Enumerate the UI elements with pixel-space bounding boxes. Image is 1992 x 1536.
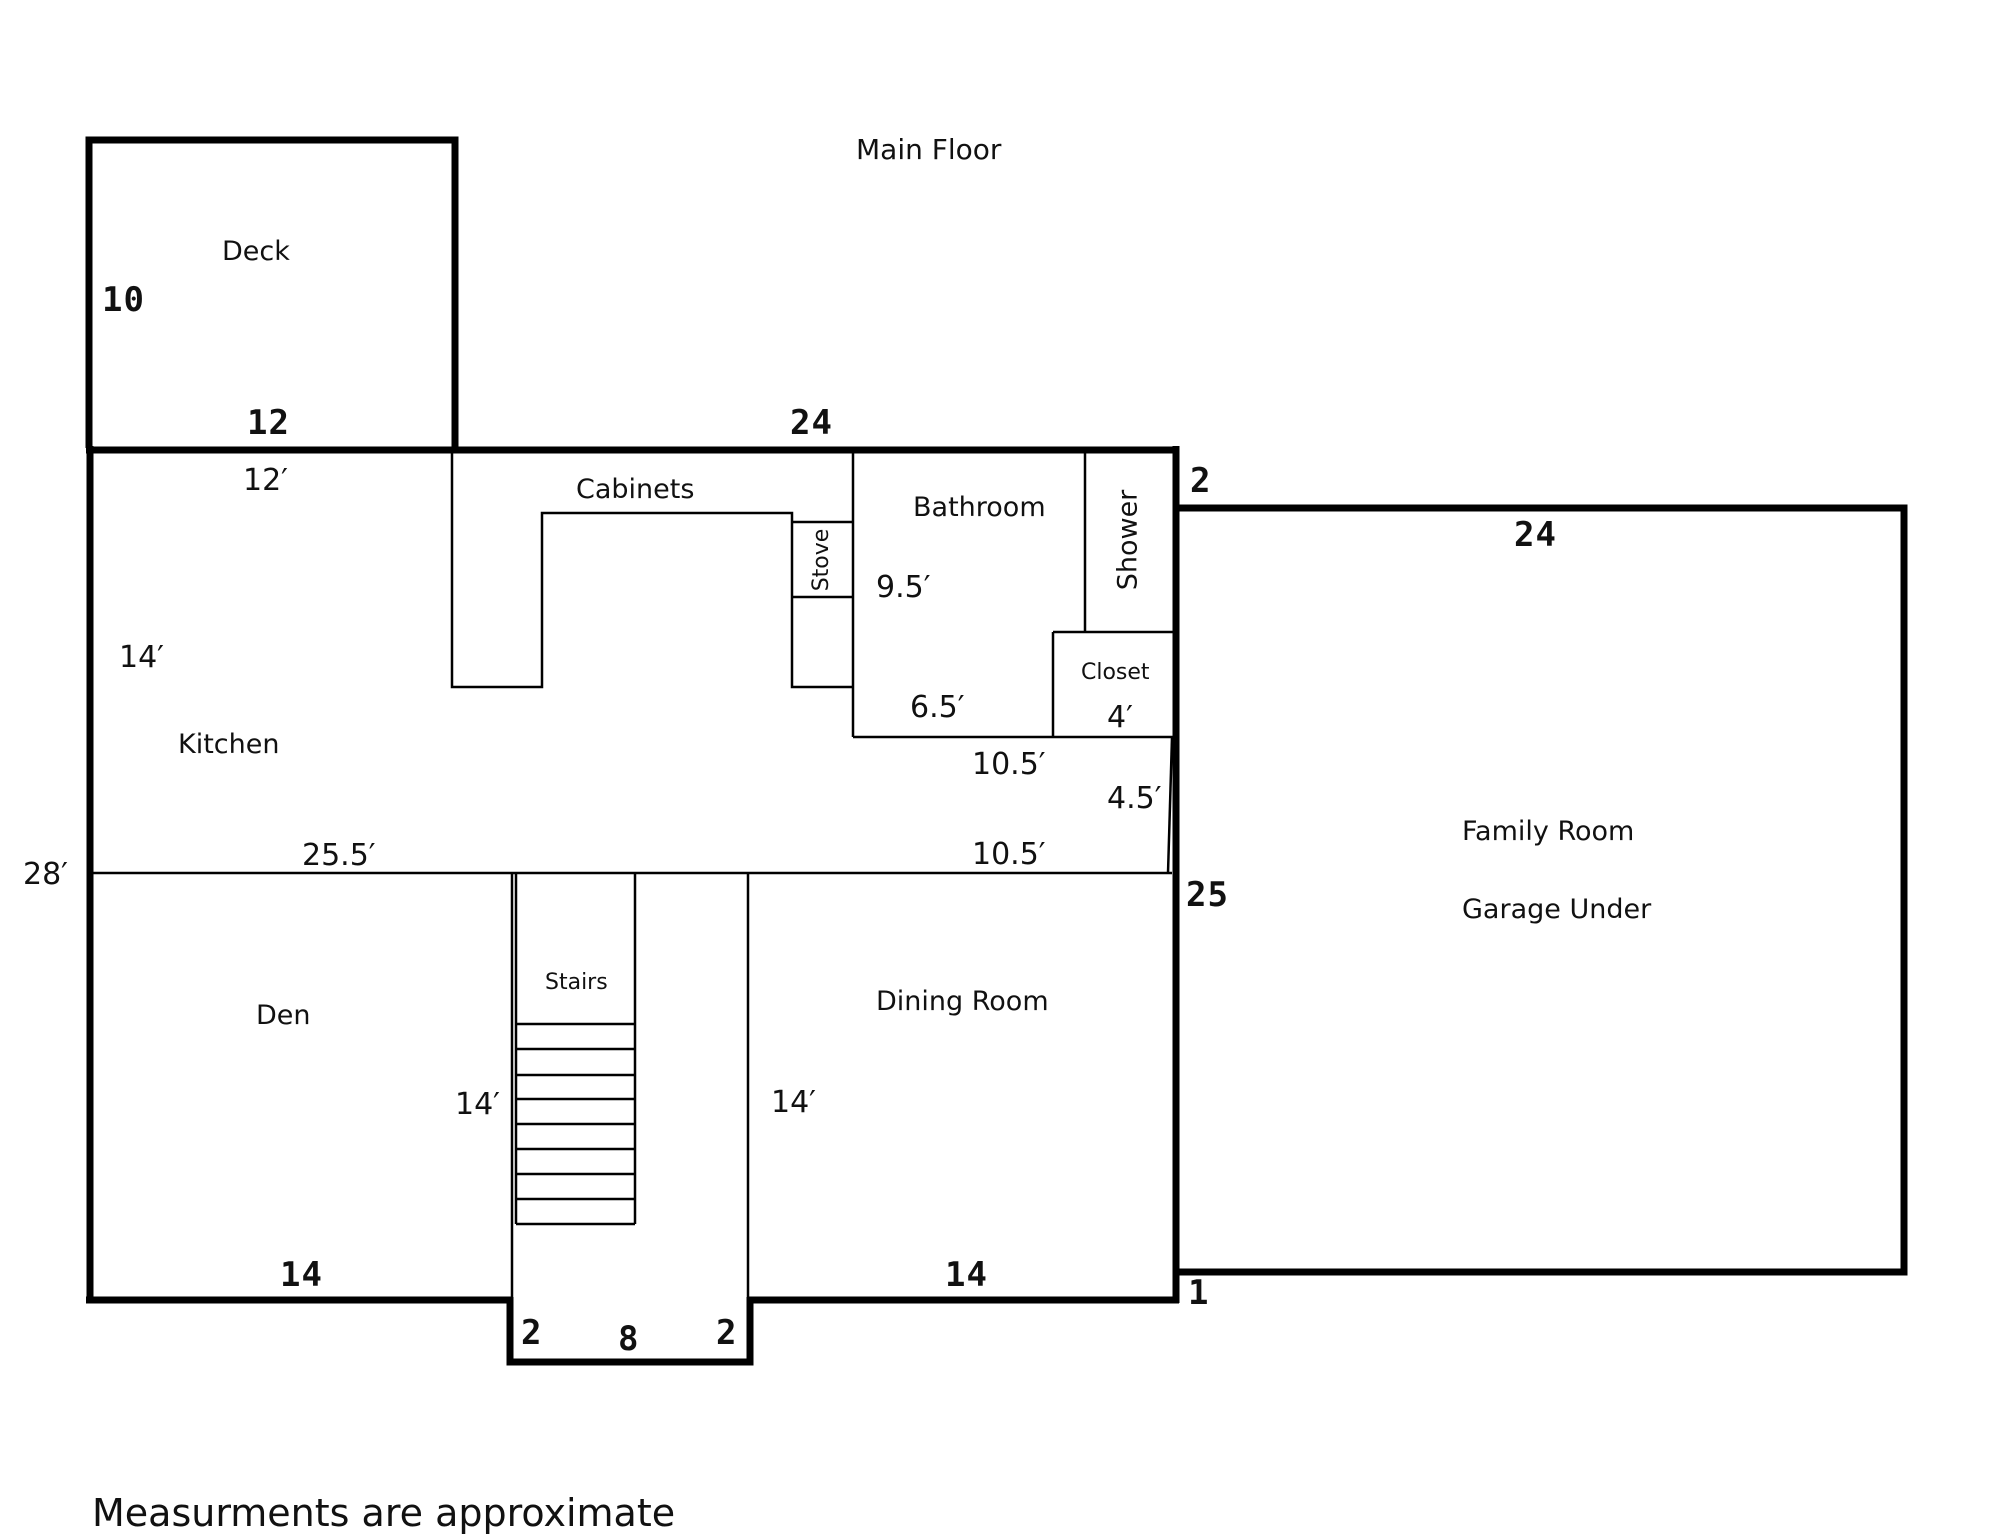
dim-den-width: 14 xyxy=(280,1255,323,1295)
deck-walls xyxy=(85,136,459,448)
room-label-cabinets: Cabinets xyxy=(576,474,695,505)
dim-deck-width: 12 xyxy=(247,403,290,443)
dim-kitchen-width: 25.5′ xyxy=(302,838,376,873)
dim-family-height: 25 xyxy=(1186,875,1229,915)
dim-den-height: 14′ xyxy=(455,1087,500,1122)
dim-family-width: 24 xyxy=(1514,515,1557,555)
dim-entry-right: 2 xyxy=(716,1313,738,1353)
dim-bump-offset-top: 2 xyxy=(1190,461,1212,501)
page-title: Main Floor xyxy=(856,133,1002,166)
dim-house-depth: 28′ xyxy=(23,857,68,892)
dim-hall-height: 4.5′ xyxy=(1107,781,1162,816)
dim-dining-height: 14′ xyxy=(771,1085,816,1120)
dim-kitchen-left-width: 12′ xyxy=(243,463,288,498)
dim-bump-offset-bottom: 1 xyxy=(1188,1273,1210,1313)
dim-main-top-width: 24 xyxy=(790,403,833,443)
dim-deck-height: 10 xyxy=(102,280,145,320)
dim-bathroom-width: 6.5′ xyxy=(910,690,965,725)
footer-note: Measurments are approximate xyxy=(92,1491,676,1535)
room-label-bathroom: Bathroom xyxy=(913,492,1046,523)
room-label-garage-under: Garage Under xyxy=(1462,894,1652,925)
dim-closet-width: 4′ xyxy=(1107,700,1133,735)
dim-dining-width: 14 xyxy=(945,1255,988,1295)
exterior-walls xyxy=(86,446,1180,1366)
room-label-den: Den xyxy=(256,1000,311,1031)
room-label-stairs: Stairs xyxy=(545,970,608,995)
interior-walls xyxy=(90,452,1174,1300)
dim-kitchen-height: 14′ xyxy=(119,640,164,675)
room-label-kitchen: Kitchen xyxy=(178,729,280,760)
dim-hall-upper-width: 10.5′ xyxy=(972,747,1046,782)
room-label-family-room: Family Room xyxy=(1462,816,1635,847)
dim-entry-width: 8 xyxy=(618,1319,640,1359)
family-room-walls xyxy=(1176,504,1908,1276)
room-label-deck: Deck xyxy=(222,236,290,267)
dim-hall-lower-width: 10.5′ xyxy=(972,837,1046,872)
room-label-closet: Closet xyxy=(1081,660,1150,685)
room-label-stove: Stove xyxy=(809,528,834,592)
room-label-shower: Shower xyxy=(1112,489,1144,591)
dim-entry-left: 2 xyxy=(521,1313,543,1353)
dim-bathroom-height: 9.5′ xyxy=(876,570,931,605)
room-label-dining-room: Dining Room xyxy=(876,986,1049,1017)
